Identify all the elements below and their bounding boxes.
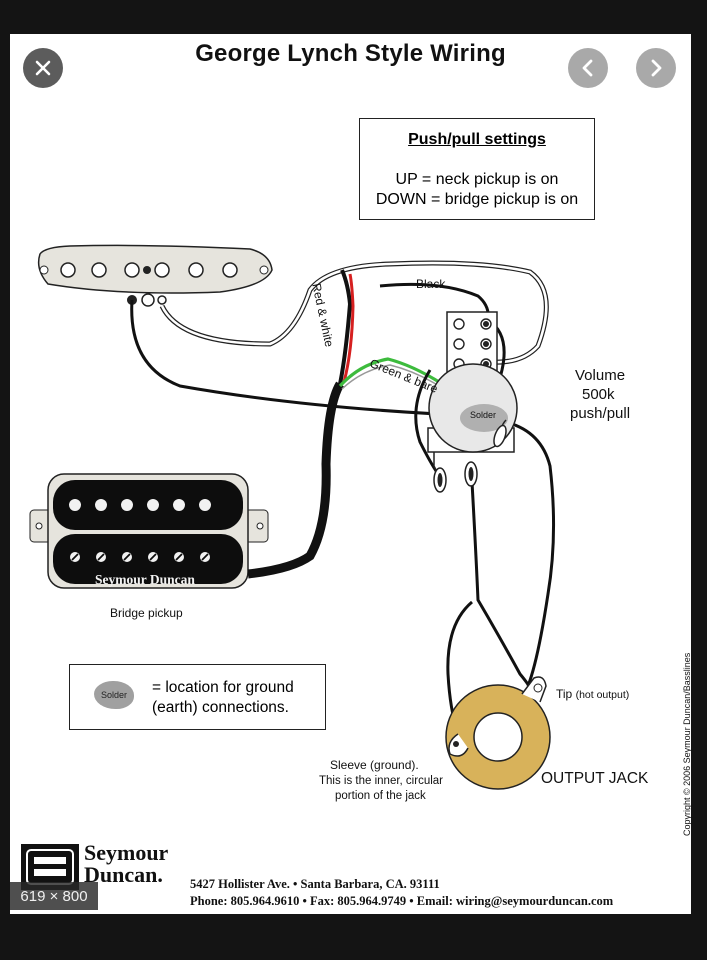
push-pull-heading: Push/pull settings bbox=[408, 131, 546, 148]
solder-legend-box: Solder = location for ground (earth) con… bbox=[69, 664, 326, 730]
legend-line1: = location for ground bbox=[152, 679, 294, 696]
legend-line2: (earth) connections. bbox=[152, 699, 289, 716]
copyright-text: Copyright © 2006 Seymour Duncan/Bassline… bbox=[682, 652, 691, 836]
label-sleeve-note2: portion of the jack bbox=[335, 790, 426, 802]
logo-line1: Seymour bbox=[84, 840, 169, 865]
neck-pickup bbox=[37, 244, 273, 307]
label-sleeve-note1: This is the inner, circular bbox=[319, 775, 443, 787]
label-solder: Solder bbox=[470, 410, 497, 420]
chevron-left-icon bbox=[582, 59, 593, 77]
bridge-pickup bbox=[29, 473, 269, 589]
label-sleeve: Sleeve (ground). bbox=[330, 758, 419, 772]
next-image-button[interactable] bbox=[636, 48, 676, 88]
label-tip: Tip (hot output) bbox=[556, 687, 629, 701]
volume-pot bbox=[427, 311, 518, 493]
image-size-badge: 619 × 800 bbox=[10, 882, 98, 910]
output-jack bbox=[445, 676, 551, 790]
label-volume-value: 500k bbox=[582, 386, 615, 403]
footer-address: 5427 Hollister Ave. • Santa Barbara, CA.… bbox=[190, 877, 440, 891]
label-volume: Volume bbox=[575, 367, 626, 384]
diagram-title: George Lynch Style Wiring bbox=[195, 40, 506, 67]
logo-line2: Duncan. bbox=[84, 862, 163, 887]
push-pull-down: DOWN = bridge pickup is on bbox=[375, 191, 579, 208]
close-button[interactable] bbox=[23, 48, 63, 88]
label-output-jack: OUTPUT JACK bbox=[541, 770, 649, 787]
seymour-duncan-logo-text: Seymour Duncan. bbox=[84, 842, 168, 886]
wires bbox=[130, 260, 556, 735]
footer-contact: Phone: 805.964.9610 • Fax: 805.964.9749 … bbox=[190, 894, 614, 908]
push-pull-up: UP = neck pickup is on bbox=[395, 171, 559, 188]
humbucker-brand: Seymour Duncan bbox=[95, 572, 195, 587]
previous-image-button[interactable] bbox=[568, 48, 608, 88]
push-pull-settings-box: Push/pull settings UP = neck pickup is o… bbox=[359, 118, 595, 220]
label-black: Black bbox=[416, 277, 446, 291]
chevron-right-icon bbox=[651, 59, 662, 77]
label-tip-text: Tip bbox=[556, 687, 573, 701]
solder-legend-icon: Solder bbox=[94, 681, 134, 709]
wiring-diagram-svg bbox=[29, 244, 556, 790]
label-tip-note: (hot output) bbox=[575, 689, 630, 701]
wiring-diagram-sheet: George Lynch Style Wiring Push/pull sett… bbox=[10, 34, 691, 914]
label-bridge-pickup: Bridge pickup bbox=[110, 606, 183, 620]
label-push-pull: push/pull bbox=[570, 405, 631, 422]
close-icon bbox=[35, 60, 51, 76]
